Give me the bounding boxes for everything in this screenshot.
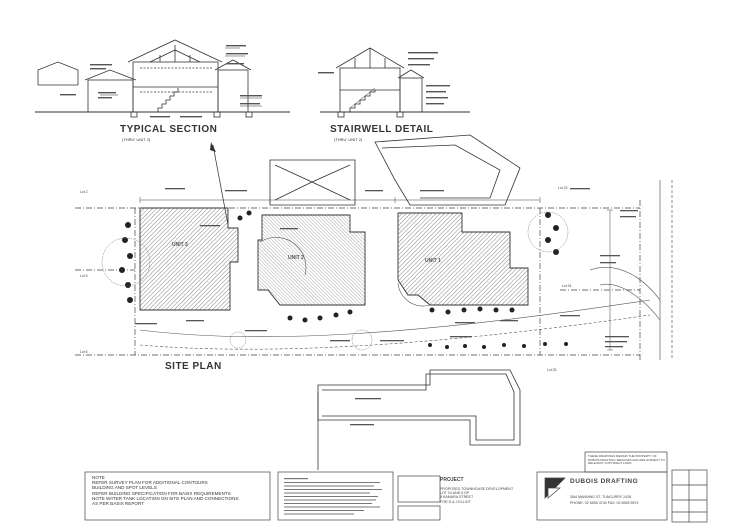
site-plan-title: SITE PLAN — [165, 361, 222, 372]
landscaping-shrubs — [119, 210, 568, 349]
project-line: 8 KAMARA STREET — [440, 495, 474, 500]
dimension-lines — [139, 197, 613, 351]
typical-section-subtitle: (THRU' UNIT 2) — [122, 137, 151, 142]
lot-label: Lot 6 — [80, 350, 88, 354]
title-block-frames — [84, 451, 708, 523]
road-edge — [659, 180, 673, 360]
note-line: NOTE WATER TANK LOCATION ON SITE PLAN AN… — [92, 495, 239, 501]
lot-label: Lot 23 — [558, 186, 568, 190]
company-contact: PHONE: 02 6555 4740 FAX: 02 6555 6574 — [570, 501, 639, 505]
stairwell-detail-subtitle: (THRU' UNIT 2) — [334, 137, 363, 142]
unit-2-label: UNIT 2 — [288, 255, 304, 261]
note-line: REFER BUILDING SPECIFICATION FOR BASIX R… — [92, 490, 231, 496]
project-line: FOR D & J ELLIOT — [440, 499, 471, 504]
notes-heading: NOTE — [92, 475, 105, 480]
lot-label: Lot 25 — [547, 368, 557, 372]
section-annotations — [60, 45, 262, 118]
stairwell-annotations — [318, 52, 450, 105]
unit-3-footprint — [139, 207, 239, 311]
lot-label: Lot 5 — [80, 274, 88, 278]
site-annotations — [135, 188, 638, 426]
notes-block: NOTE REFER SURVEY PLAN FOR ADDITIONAL CO… — [92, 475, 239, 506]
project-details: PROPOSED TOWNHOUSE DEVELOPMENT LOT 24 AN… — [440, 487, 513, 504]
typical-section-title: TYPICAL SECTION — [120, 124, 218, 135]
lot-label: Lot 24 — [562, 284, 572, 288]
copyright-note: THESE DRAWINGS REMAIN THE PROPERTY OF DU… — [588, 454, 665, 466]
tree-outlines — [101, 211, 569, 351]
note-line: REFER SURVEY PLAN FOR ADDITIONAL CONTOUR… — [92, 480, 208, 486]
note-line: AS PER BASIX REPORT — [92, 501, 144, 507]
driveway — [139, 267, 661, 350]
unit-2-footprint — [257, 214, 366, 306]
unit-3-label: UNIT 3 — [172, 242, 188, 248]
lot-label: Lot 2 — [80, 190, 88, 194]
project-line: LOT 24 AND 5 DP — [440, 491, 470, 496]
note-line: BUILDING AND SPOT LEVELS — [92, 485, 157, 491]
neighbour-buildings — [269, 134, 521, 470]
unit-1-label: UNIT 1 — [425, 258, 441, 264]
unit-1-footprint — [397, 212, 529, 307]
project-label: PROJECT — [440, 477, 464, 483]
stairwell-detail-title: STAIRWELL DETAIL — [330, 124, 434, 135]
company-address: 3/64 MANNING ST, TUNCURRY 2428 — [570, 495, 632, 499]
stairwell-detail-drawing — [320, 47, 470, 118]
company-name: DUBOIS DRAFTING — [570, 478, 639, 485]
project-line: PROPOSED TOWNHOUSE DEVELOPMENT — [440, 487, 514, 491]
typical-section-drawing — [35, 39, 290, 118]
general-notes-fine-print — [284, 478, 382, 515]
